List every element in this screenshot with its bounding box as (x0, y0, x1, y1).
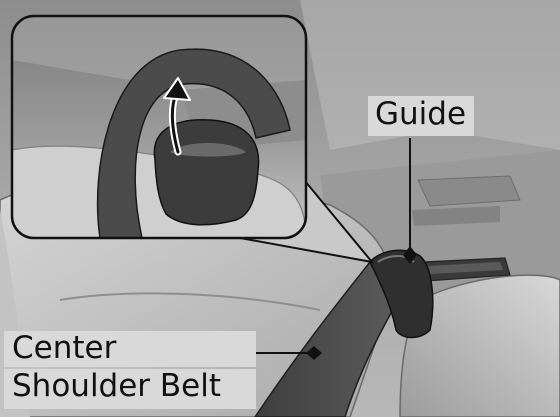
shelf-panel (417, 175, 521, 207)
center-shoulder-belt (254, 261, 412, 417)
belt-leader-tip (306, 346, 322, 360)
seat-seam (59, 292, 321, 311)
guide-slot-inner (428, 262, 503, 274)
guide-leader-tip (403, 246, 417, 264)
center-shoulder-belt-label-line2: Shoulder Belt (4, 368, 256, 409)
rear-window (300, 0, 560, 150)
guide-label: Guide (368, 96, 475, 136)
center-shoulder-belt-label-line1: Center (4, 330, 256, 367)
detail-inset (10, 14, 308, 240)
shelf-vent (412, 206, 500, 226)
